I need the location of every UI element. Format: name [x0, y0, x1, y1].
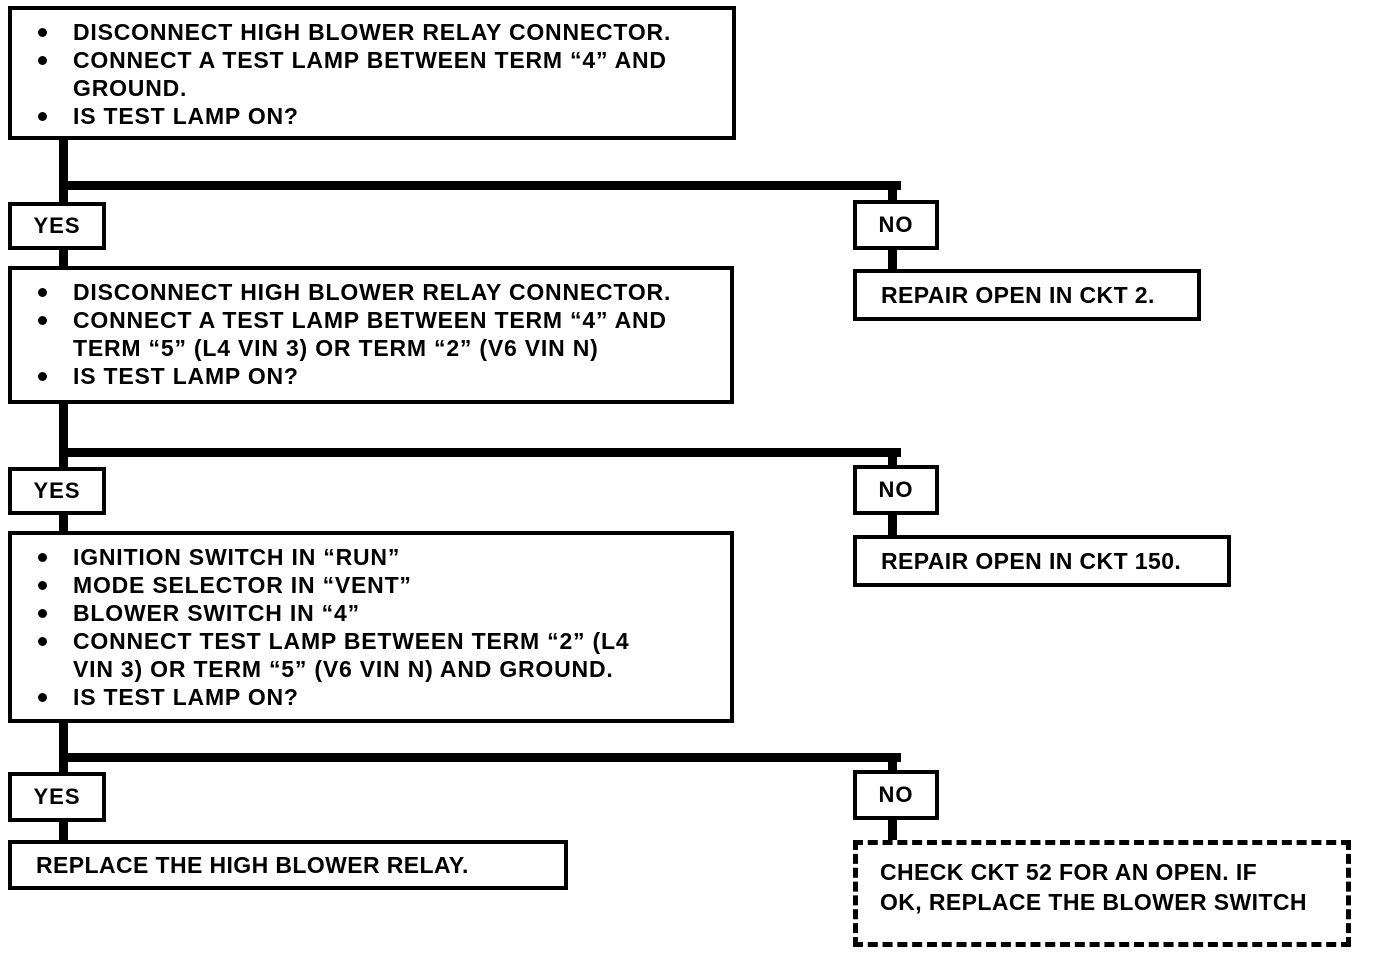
connector-line: [888, 250, 897, 269]
decision-no-1: NO: [853, 200, 939, 250]
decision-label: YES: [33, 784, 81, 809]
step3-row-4: CONNECT TEST LAMP BETWEEN TERM “2” (L4: [12, 627, 730, 655]
decision-label: NO: [878, 477, 914, 502]
decision-no-3: NO: [853, 770, 939, 820]
decision-yes-2: YES: [8, 467, 106, 515]
step2-row-3: TERM “5” (L4 VIN 3) OR TERM “2” (V6 VIN …: [12, 334, 730, 362]
step-text-line: IGNITION SWITCH IN “RUN”: [73, 544, 401, 570]
step3-row-1: IGNITION SWITCH IN “RUN”: [12, 543, 730, 571]
action-repair-ckt150: REPAIR OPEN IN CKT 150.: [853, 535, 1231, 587]
step1-row-4: IS TEST LAMP ON?: [12, 102, 732, 130]
step-text-line: TERM “5” (L4 VIN 3) OR TERM “2” (V6 VIN …: [73, 335, 599, 361]
connector-line: [59, 448, 901, 457]
decision-label: YES: [33, 213, 81, 238]
step-box-2: DISCONNECT HIGH BLOWER RELAY CONNECTOR. …: [8, 266, 734, 404]
bullet-icon: [38, 609, 47, 618]
action-text: REPLACE THE HIGH BLOWER RELAY.: [36, 851, 469, 878]
connector-line: [888, 448, 897, 465]
connector-line: [59, 250, 68, 266]
decision-label: NO: [878, 782, 914, 807]
step-box-1: DISCONNECT HIGH BLOWER RELAY CONNECTOR. …: [8, 6, 736, 140]
step1-row-1: DISCONNECT HIGH BLOWER RELAY CONNECTOR.: [12, 18, 732, 46]
decision-label: YES: [33, 478, 81, 503]
connector-line: [888, 515, 897, 535]
bullet-icon: [38, 693, 47, 702]
decision-no-2: NO: [853, 465, 939, 515]
connector-line: [59, 181, 901, 190]
bullet-icon: [38, 288, 47, 297]
action-text-line: CHECK CKT 52 FOR AN OPEN. IF: [880, 859, 1258, 885]
step-text-line: GROUND.: [73, 75, 188, 101]
step2-row-4: IS TEST LAMP ON?: [12, 362, 730, 390]
bullet-icon: [38, 581, 47, 590]
step1-row-3: GROUND.: [12, 74, 732, 102]
decision-yes-1: YES: [8, 202, 106, 250]
step-text-line: MODE SELECTOR IN “VENT”: [73, 572, 412, 598]
step-text-line: BLOWER SWITCH IN “4”: [73, 600, 360, 626]
step2-row-2: CONNECT A TEST LAMP BETWEEN TERM “4” AND: [12, 306, 730, 334]
step-text-line: CONNECT TEST LAMP BETWEEN TERM “2” (L4: [73, 628, 630, 654]
action-text: REPAIR OPEN IN CKT 2.: [881, 281, 1155, 308]
step3-row-5: VIN 3) OR TERM “5” (V6 VIN N) AND GROUND…: [12, 655, 730, 683]
step-text-line: VIN 3) OR TERM “5” (V6 VIN N) AND GROUND…: [73, 656, 614, 682]
bullet-icon: [38, 553, 47, 562]
step3-row-3: BLOWER SWITCH IN “4”: [12, 599, 730, 627]
connector-line: [59, 822, 68, 840]
step-text-line: IS TEST LAMP ON?: [73, 363, 299, 389]
step3-row-2: MODE SELECTOR IN “VENT”: [12, 571, 730, 599]
step-text-line: DISCONNECT HIGH BLOWER RELAY CONNECTOR.: [73, 19, 672, 45]
step-text-line: IS TEST LAMP ON?: [73, 103, 299, 129]
decision-label: NO: [878, 212, 914, 237]
connector-line: [59, 723, 68, 772]
step-text-line: CONNECT A TEST LAMP BETWEEN TERM “4” AND: [73, 47, 667, 73]
connector-line: [888, 753, 897, 770]
step2-row-1: DISCONNECT HIGH BLOWER RELAY CONNECTOR.: [12, 278, 730, 306]
step-text-line: IS TEST LAMP ON?: [73, 684, 299, 710]
bullet-icon: [38, 112, 47, 121]
connector-line: [888, 820, 897, 840]
connector-line: [59, 753, 901, 762]
step3-row-6: IS TEST LAMP ON?: [12, 683, 730, 711]
step1-row-2: CONNECT A TEST LAMP BETWEEN TERM “4” AND: [12, 46, 732, 74]
action-text-line: OK, REPLACE THE BLOWER SWITCH: [880, 889, 1307, 915]
connector-line: [59, 515, 68, 531]
connector-line: [888, 181, 897, 200]
connector-line: [59, 404, 68, 467]
decision-yes-3: YES: [8, 772, 106, 822]
step-box-3: IGNITION SWITCH IN “RUN” MODE SELECTOR I…: [8, 531, 734, 723]
step-text-line: CONNECT A TEST LAMP BETWEEN TERM “4” AND: [73, 307, 667, 333]
connector-line: [59, 140, 68, 202]
bullet-icon: [38, 316, 47, 325]
action-replace-relay: REPLACE THE HIGH BLOWER RELAY.: [8, 840, 568, 890]
bullet-icon: [38, 28, 47, 37]
bullet-icon: [38, 637, 47, 646]
action-text: REPAIR OPEN IN CKT 150.: [881, 547, 1182, 574]
step-text-line: DISCONNECT HIGH BLOWER RELAY CONNECTOR.: [73, 279, 672, 305]
action-repair-ckt2: REPAIR OPEN IN CKT 2.: [853, 269, 1201, 321]
bullet-icon: [38, 372, 47, 381]
bullet-icon: [38, 56, 47, 65]
action-check-ckt52: CHECK CKT 52 FOR AN OPEN. IF OK, REPLACE…: [853, 840, 1351, 947]
